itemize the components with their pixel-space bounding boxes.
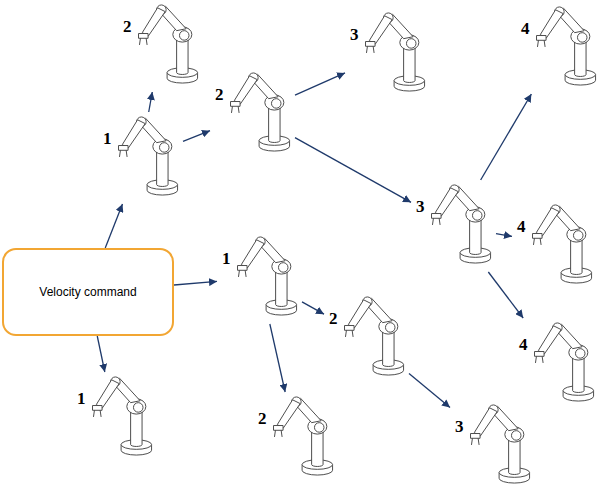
robot-arm bbox=[139, 5, 198, 83]
flow-arrow bbox=[481, 94, 532, 180]
flow-arrow bbox=[149, 92, 153, 112]
robot-figure: 3 bbox=[411, 180, 496, 272]
robot-arm bbox=[471, 405, 530, 483]
flow-arrow bbox=[183, 131, 210, 142]
step-number: 1 bbox=[77, 390, 86, 407]
step-number: 4 bbox=[517, 218, 526, 235]
robot-arm bbox=[274, 397, 333, 475]
step-number: 2 bbox=[258, 410, 267, 427]
robot-figure: 1 bbox=[217, 232, 302, 324]
step-number: 1 bbox=[222, 250, 231, 267]
step-number: 3 bbox=[350, 26, 359, 43]
step-number: 4 bbox=[521, 20, 530, 37]
flow-arrow bbox=[174, 281, 217, 285]
robot-figure: 4 bbox=[512, 200, 597, 288]
step-number: 3 bbox=[416, 198, 425, 215]
robot-figure: 3 bbox=[345, 8, 430, 100]
step-number: 3 bbox=[455, 418, 464, 435]
robot-figure: 2 bbox=[253, 392, 338, 484]
robot-arm bbox=[535, 323, 594, 401]
robot-arm bbox=[93, 377, 152, 455]
robot-arm bbox=[119, 117, 178, 195]
flow-arrow bbox=[105, 204, 122, 248]
flow-arrow bbox=[97, 336, 105, 372]
robot-figure: 2 bbox=[210, 68, 295, 160]
robot-figure: 2 bbox=[324, 292, 409, 384]
robot-arm bbox=[345, 297, 404, 375]
box-label: Velocity command bbox=[33, 285, 142, 299]
step-number: 2 bbox=[215, 86, 224, 103]
step-number: 4 bbox=[519, 336, 528, 353]
robot-arm bbox=[366, 13, 425, 91]
flow-arrow bbox=[270, 324, 285, 392]
step-number: 2 bbox=[123, 18, 132, 35]
flow-arrow bbox=[488, 272, 523, 318]
robot-figure: 1 bbox=[72, 372, 157, 464]
robot-figure: 2 bbox=[118, 0, 203, 92]
robot-arm bbox=[432, 185, 491, 263]
flow-arrow bbox=[496, 234, 512, 237]
robot-figure: 3 bbox=[450, 400, 535, 486]
robot-arm bbox=[537, 7, 596, 85]
flow-arrow bbox=[302, 302, 324, 314]
robot-figure: 1 bbox=[98, 112, 183, 204]
step-number: 1 bbox=[103, 130, 112, 147]
flow-arrow bbox=[295, 138, 411, 203]
robot-arm bbox=[533, 205, 592, 283]
robot-arm bbox=[231, 73, 290, 151]
step-number: 2 bbox=[329, 310, 338, 327]
flow-arrow bbox=[295, 73, 345, 95]
robot-figure: 4 bbox=[516, 2, 601, 94]
robot-arm bbox=[238, 237, 297, 315]
robot-figure: 4 bbox=[514, 318, 599, 406]
flow-arrow bbox=[409, 373, 450, 407]
command-box: Velocity command bbox=[2, 248, 174, 336]
